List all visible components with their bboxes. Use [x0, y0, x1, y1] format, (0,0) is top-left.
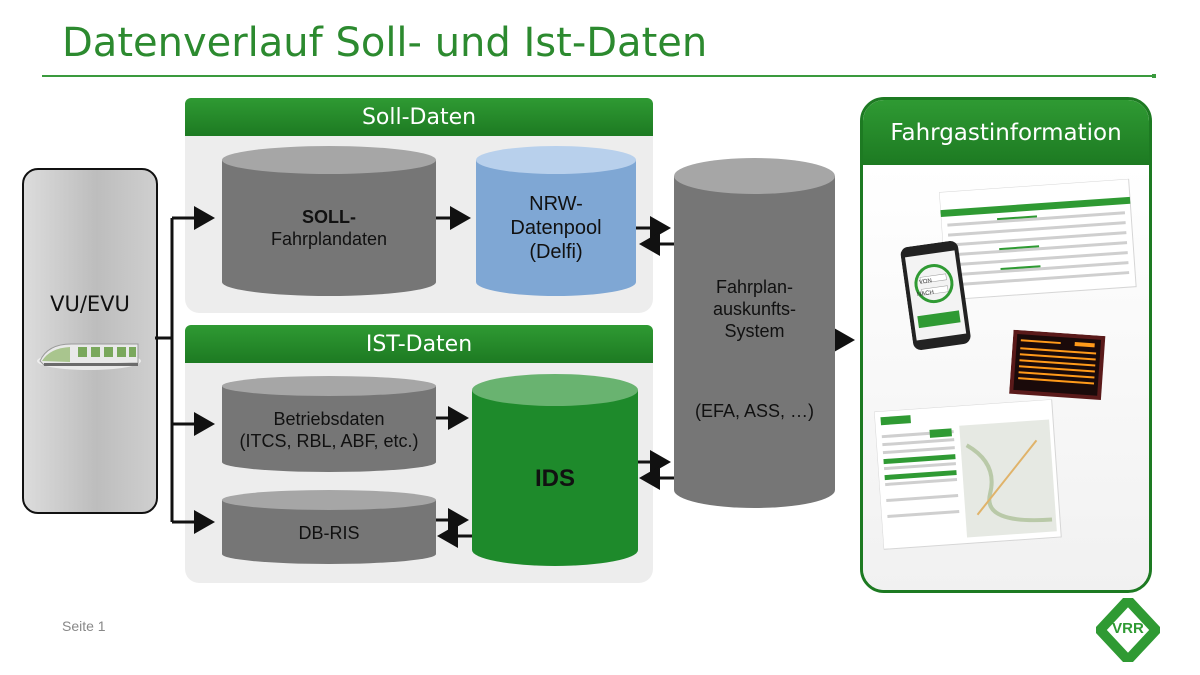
efa-label-1: Fahrplan- — [715, 277, 794, 297]
db-ris-label: DB-RIS — [298, 523, 360, 543]
fahrgastinformation-header: Fahrgastinformation — [863, 100, 1149, 165]
page-title: Datenverlauf Soll- und Ist-Daten — [62, 20, 708, 66]
nrw-label-2: Datenpool — [510, 217, 602, 239]
ist-header: IST-Daten — [185, 325, 653, 363]
fahrgastinformation-images: VON NACH — [863, 165, 1149, 590]
efa-label-2: auskunfts- — [712, 299, 797, 319]
nrw-label-1: NRW- — [529, 193, 583, 215]
ids-cylinder: IDS — [472, 374, 638, 566]
page-number: Seite 1 — [62, 618, 106, 634]
fahrgastinformation-box: Fahrgastinformation VON NACH — [860, 97, 1152, 593]
soll-fahrplandaten-label-1: SOLL- — [302, 207, 356, 227]
efa-label-4: (EFA, ASS, …) — [694, 401, 815, 421]
betriebsdaten-label-1: Betriebsdaten — [273, 409, 385, 429]
betriebsdaten-label-2: (ITCS, RBL, ABF, etc.) — [239, 431, 419, 451]
ids-label: IDS — [534, 465, 575, 492]
nrw-label-3: (Delfi) — [529, 241, 583, 263]
smartphone-icon — [900, 240, 971, 350]
vrr-logo-text: VRR — [1112, 620, 1144, 637]
journey-planner-map-screenshot — [874, 398, 1062, 550]
db-ris-cylinder: DB-RIS — [222, 490, 436, 564]
nrw-datenpool-cylinder: NRW- Datenpool (Delfi) — [476, 146, 636, 296]
departure-table-screenshot — [939, 178, 1137, 301]
soll-header: Soll-Daten — [185, 98, 653, 136]
led-display-board-icon — [1009, 329, 1106, 400]
title-divider-end — [1152, 74, 1156, 78]
fahrplanauskunft-cylinder: Fahrplan- auskunfts- System (EFA, ASS, …… — [674, 158, 835, 508]
betriebsdaten-cylinder: Betriebsdaten (ITCS, RBL, ABF, etc.) — [222, 376, 436, 472]
efa-label-3: System — [724, 321, 785, 341]
title-divider — [42, 75, 1154, 77]
soll-fahrplandaten-label-2: Fahrplandaten — [270, 229, 388, 249]
train-icon — [37, 343, 141, 370]
vu-evu-box: VU/EVU — [22, 168, 158, 514]
soll-fahrplandaten-cylinder: SOLL- Fahrplandaten — [222, 146, 436, 296]
vu-evu-label: VU/EVU — [50, 292, 130, 316]
vrr-logo: VRR — [1095, 595, 1161, 665]
